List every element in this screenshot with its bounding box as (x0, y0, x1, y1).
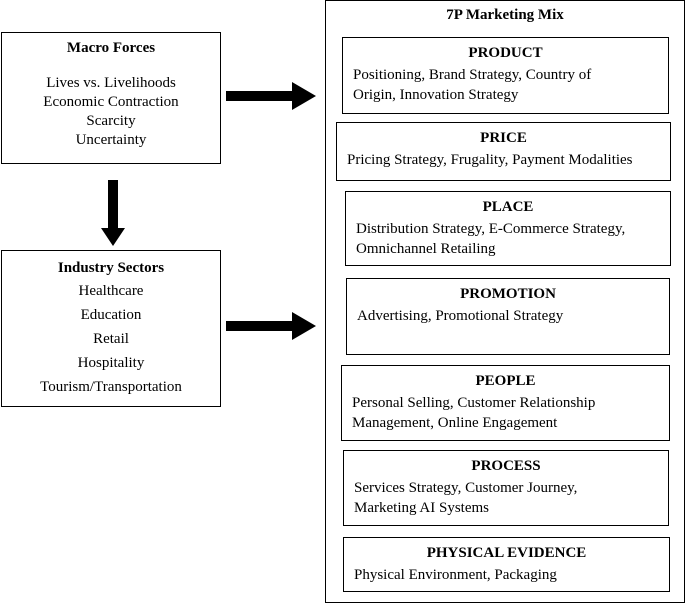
product-text: Positioning, Brand Strategy, Country of … (343, 65, 668, 105)
promotion-title: PROMOTION (460, 286, 556, 302)
place-line: Omnichannel Retailing (356, 241, 496, 257)
promotion-text: Advertising, Promotional Strategy (347, 306, 669, 326)
macro-forces-item: Scarcity (86, 113, 136, 129)
people-box: PEOPLE Personal Selling, Customer Relati… (341, 365, 670, 441)
arrow-right-icon (226, 312, 316, 340)
process-line: Services Strategy, Customer Journey, (354, 480, 578, 496)
process-title: PROCESS (471, 458, 541, 474)
price-title: PRICE (480, 130, 527, 146)
industry-sectors-list: Healthcare Education Retail Hospitality … (2, 279, 220, 399)
process-text: Services Strategy, Customer Journey, Mar… (344, 478, 668, 518)
process-line: Marketing AI Systems (354, 500, 489, 516)
people-line: Personal Selling, Customer Relationship (352, 395, 596, 411)
industry-sector-item: Hospitality (77, 355, 145, 371)
people-title: PEOPLE (475, 373, 536, 389)
physical-evidence-text: Physical Environment, Packaging (344, 565, 669, 585)
arrow-down-icon (101, 180, 125, 246)
macro-forces-item: Economic Contraction (43, 94, 179, 110)
physical-evidence-box: PHYSICAL EVIDENCE Physical Environment, … (343, 537, 670, 592)
industry-sectors-title: Industry Sectors (57, 260, 165, 276)
product-title: PRODUCT (468, 45, 543, 61)
product-line: Positioning, Brand Strategy, Country of (353, 67, 592, 83)
people-text: Personal Selling, Customer Relationship … (342, 393, 669, 433)
place-line: Distribution Strategy, E-Commerce Strate… (356, 221, 626, 237)
industry-sector-item: Tourism/Transportation (40, 379, 182, 395)
marketing-mix-title: 7P Marketing Mix (446, 7, 564, 23)
price-text: Pricing Strategy, Frugality, Payment Mod… (337, 150, 670, 170)
physical-evidence-title: PHYSICAL EVIDENCE (426, 545, 587, 561)
place-text: Distribution Strategy, E-Commerce Strate… (346, 219, 670, 259)
product-line: Origin, Innovation Strategy (353, 87, 519, 103)
place-box: PLACE Distribution Strategy, E-Commerce … (345, 191, 671, 266)
macro-forces-title: Macro Forces (66, 40, 156, 56)
promotion-box: PROMOTION Advertising, Promotional Strat… (346, 278, 670, 355)
physical-evidence-line: Physical Environment, Packaging (354, 567, 557, 583)
process-box: PROCESS Services Strategy, Customer Jour… (343, 450, 669, 526)
macro-forces-box: Macro Forces Lives vs. Livelihoods Econo… (1, 32, 221, 164)
industry-sector-item: Retail (93, 331, 129, 347)
industry-sector-item: Healthcare (78, 283, 144, 299)
place-title: PLACE (482, 199, 534, 215)
industry-sector-item: Education (80, 307, 142, 323)
macro-forces-item: Lives vs. Livelihoods (46, 75, 176, 91)
macro-forces-item: Uncertainty (75, 132, 147, 148)
macro-forces-list: Lives vs. Livelihoods Economic Contracti… (2, 74, 220, 150)
product-box: PRODUCT Positioning, Brand Strategy, Cou… (342, 37, 669, 114)
people-line: Management, Online Engagement (352, 415, 558, 431)
marketing-mix-box: 7P Marketing Mix PRODUCT Positioning, Br… (325, 0, 685, 603)
price-box: PRICE Pricing Strategy, Frugality, Payme… (336, 122, 671, 181)
price-line: Pricing Strategy, Frugality, Payment Mod… (347, 152, 633, 168)
promotion-line: Advertising, Promotional Strategy (357, 308, 564, 324)
industry-sectors-box: Industry Sectors Healthcare Education Re… (1, 250, 221, 407)
arrow-right-icon (226, 82, 316, 110)
